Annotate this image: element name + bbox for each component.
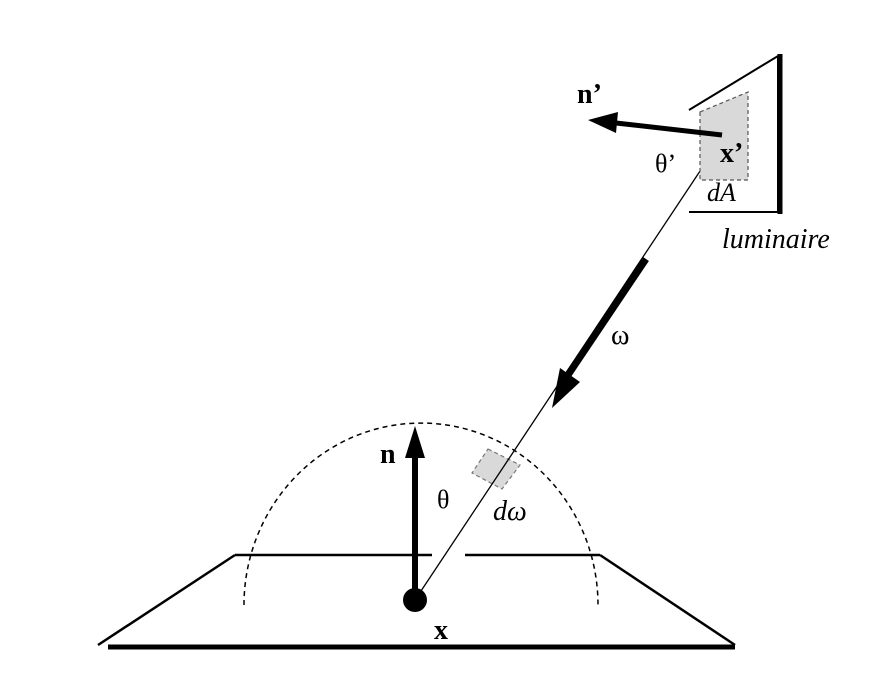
surface-normal-arrow (405, 426, 425, 600)
hemisphere-outline (243, 422, 599, 606)
label-luminaire-normal: n’ (577, 79, 602, 110)
luminaire-normal-arrow (588, 112, 723, 138)
label-surface-normal: n (380, 439, 396, 470)
label-surface-angle: θ (437, 485, 449, 514)
surface-plane (97, 553, 736, 650)
label-area-element: dA (707, 178, 736, 207)
label-luminaire-point: x’ (720, 138, 743, 169)
area-element-patch (699, 91, 749, 181)
surface-point (403, 588, 427, 612)
label-solid-angle: dω (493, 496, 527, 527)
label-direction: ω (611, 320, 629, 351)
solid-angle-patch (471, 448, 521, 490)
label-luminaire: luminaire (722, 224, 830, 255)
direction-arrow (552, 257, 649, 408)
label-luminaire-angle: θ’ (655, 149, 676, 178)
luminaire-panel (688, 54, 783, 214)
label-surface-point: x (434, 615, 448, 646)
